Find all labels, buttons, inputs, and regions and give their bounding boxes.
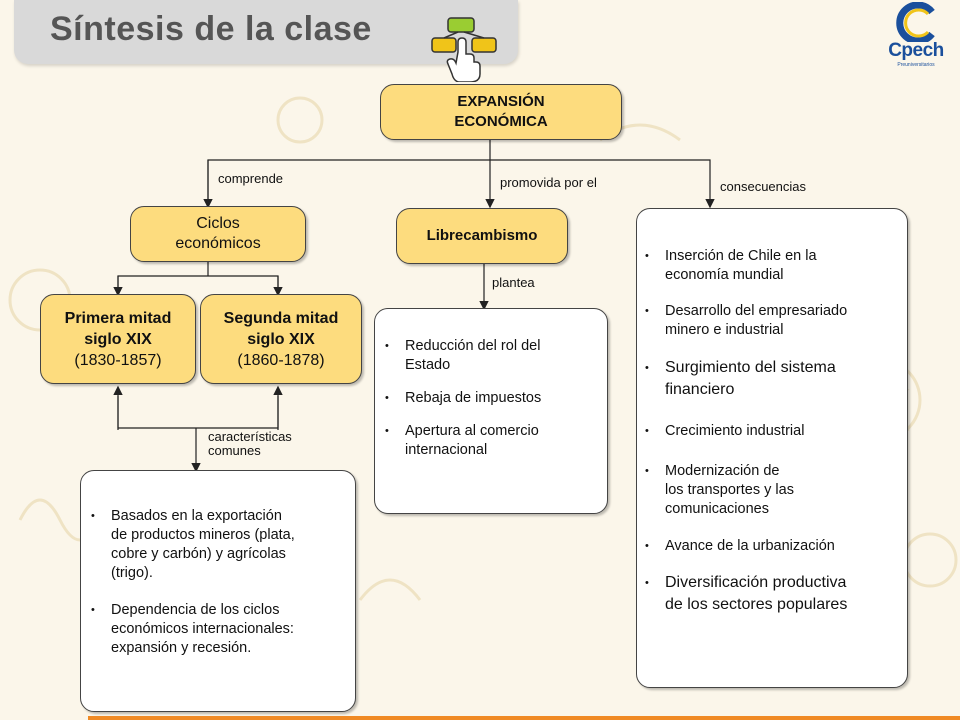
list-item-line: comunicaciones — [665, 501, 769, 517]
node-ciclos-economicos: Ciclos económicos — [130, 206, 306, 262]
box-caracteristicas-list: Basados en la exportación de productos m… — [80, 470, 356, 712]
edge-label-caracteristicas-line-1: características — [208, 429, 292, 444]
list-item: Apertura al comercio internacional — [379, 422, 601, 460]
clicking-hand-flowchart-icon — [431, 17, 497, 82]
list-item: Rebaja de impuestos — [379, 389, 601, 408]
list-item-line: Surgimiento del sistema — [665, 359, 836, 376]
list-item-line: Inserción de Chile en la — [665, 248, 817, 264]
node-primera-line-2: siglo XIX — [84, 330, 152, 348]
edge-label-plantea: plantea — [492, 275, 535, 290]
list-item: Avance de la urbanización — [639, 537, 903, 556]
list-item-line: Crecimiento industrial — [665, 423, 805, 439]
node-ciclos-line-2: económicos — [175, 235, 261, 252]
node-expansion-economica: EXPANSIÓN ECONÓMICA — [380, 84, 622, 140]
list-item-line: Dependencia de los ciclos — [111, 602, 280, 618]
box-consecuencias-list: Inserción de Chile en la economía mundia… — [636, 208, 908, 688]
list-item-line: economía mundial — [665, 267, 784, 283]
node-expansion-line-2: ECONÓMICA — [454, 113, 548, 130]
node-librecambismo-label: Librecambismo — [426, 227, 538, 244]
edge-label-caracteristicas-line-2: comunes — [208, 443, 261, 458]
edge-label-promovida: promovida por el — [500, 175, 597, 190]
list-item-line: de productos mineros (plata, — [111, 527, 295, 543]
cpech-logo-subtext: Preuniversitarios — [897, 62, 935, 68]
list-item-line: cobre y carbón) y agrícolas — [111, 546, 286, 562]
list-item-line: financiero — [665, 381, 735, 398]
list-item: Modernización de los transportes y las c… — [639, 462, 903, 519]
list-item-line: minero e industrial — [665, 322, 784, 338]
list-item-line: Apertura al comercio — [405, 423, 539, 439]
list-item-line: Modernización de — [665, 463, 780, 479]
list-item-line: Diversificación productiva — [665, 574, 847, 591]
list-item: Basados en la exportación de productos m… — [85, 507, 349, 583]
page-title: Síntesis de la clase — [50, 10, 372, 48]
list-item-line: internacional — [405, 442, 488, 458]
list-item: Surgimiento del sistema financiero — [639, 357, 903, 401]
bottom-accent-line — [88, 716, 960, 720]
list-item: Reducción del rol del Estado — [379, 337, 601, 375]
node-segunda-line-2: siglo XIX — [247, 330, 315, 348]
node-segunda-mitad: Segunda mitad siglo XIX (1860-1878) — [200, 294, 362, 384]
node-expansion-line-1: EXPANSIÓN — [457, 93, 545, 110]
edge-label-caracteristicas: características comunes — [208, 430, 292, 458]
plantea-list: Reducción del rol del Estado Rebaja de i… — [379, 337, 601, 460]
node-primera-line-1: Primera mitad — [64, 309, 172, 327]
list-item: Desarrollo del empresariado minero e ind… — [639, 302, 903, 340]
list-item: Dependencia de los ciclos económicos int… — [85, 601, 349, 658]
edge-label-consecuencias: consecuencias — [720, 179, 806, 194]
box-plantea-list: Reducción del rol del Estado Rebaja de i… — [374, 308, 608, 514]
list-item-line: Rebaja de impuestos — [405, 390, 542, 406]
list-item-line: Basados en la exportación — [111, 508, 282, 524]
list-item: Inserción de Chile en la economía mundia… — [639, 247, 903, 285]
list-item-line: (trigo). — [111, 565, 153, 581]
list-item-line: económicos internacionales: — [111, 621, 294, 637]
node-segunda-line-1: Segunda mitad — [223, 309, 339, 327]
list-item-line: Avance de la urbanización — [665, 538, 835, 554]
list-item-line: expansión y recesión. — [111, 640, 252, 656]
node-segunda-line-3: (1860-1878) — [237, 351, 325, 369]
list-item: Diversificación productiva de los sector… — [639, 572, 903, 616]
list-item-line: Reducción del rol del — [405, 338, 541, 354]
node-primera-line-3: (1830-1857) — [74, 351, 162, 369]
consecuencias-list: Inserción de Chile en la economía mundia… — [639, 247, 903, 616]
list-item-line: de los sectores populares — [665, 596, 848, 613]
list-item: Crecimiento industrial — [639, 422, 903, 441]
list-item-line: los transportes y las — [665, 482, 794, 498]
cpech-logo: Cpech Preuniversitarios — [880, 1, 952, 74]
list-item-line: Desarrollo del empresariado — [665, 303, 848, 319]
title-bar: Síntesis de la clase — [14, 0, 518, 64]
node-primera-mitad: Primera mitad siglo XIX (1830-1857) — [40, 294, 196, 384]
list-item-line: Estado — [405, 357, 451, 373]
edge-label-comprende: comprende — [218, 171, 284, 186]
node-librecambismo: Librecambismo — [396, 208, 568, 264]
node-ciclos-line-1: Ciclos — [196, 215, 240, 232]
cpech-logo-mark — [896, 1, 935, 45]
caracteristicas-list: Basados en la exportación de productos m… — [85, 507, 349, 658]
cpech-logo-text: Cpech — [888, 40, 944, 61]
